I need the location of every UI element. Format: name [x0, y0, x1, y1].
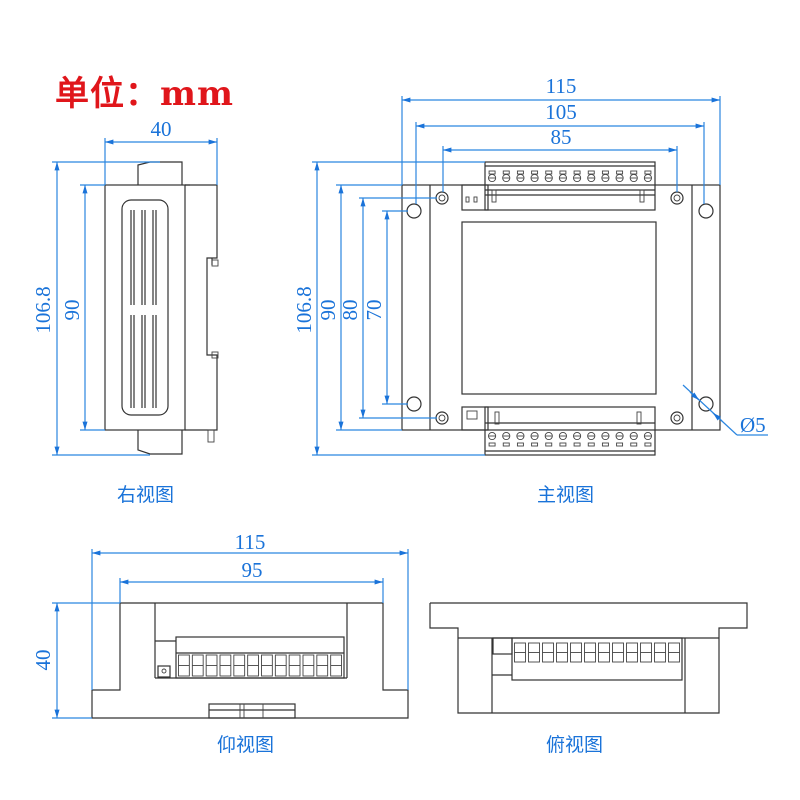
- terminal-slot: [545, 442, 553, 447]
- terminal-slot: [531, 442, 539, 447]
- bottom-view-outline: [91, 602, 409, 719]
- front-bottom-terminal-block: [484, 406, 656, 456]
- terminal-slot: [502, 170, 510, 175]
- terminal-slot: [601, 170, 609, 175]
- dim-label-right-height-body: 90: [60, 300, 84, 321]
- vent-slots: [130, 210, 157, 408]
- dim-label-front-width-outer: 115: [546, 74, 577, 98]
- front-view: 115 105 85 106.8 90 80 70 Ø5: [292, 74, 768, 456]
- terminal-slot: [644, 442, 652, 447]
- dim-label-right-width: 40: [151, 117, 172, 141]
- terminal-slot: [488, 170, 496, 175]
- terminal-slot: [587, 442, 595, 447]
- front-top-terminals: [488, 170, 652, 203]
- terminal-slot: [573, 170, 581, 175]
- terminal-slot: [630, 442, 638, 447]
- front-view-body: [401, 184, 721, 431]
- terminal-slot: [531, 170, 539, 175]
- dim-label-front-height-body: 90: [316, 300, 340, 321]
- terminal-slot: [559, 170, 567, 175]
- terminal-slot: [502, 442, 510, 447]
- front-top-terminal-block: [484, 161, 656, 211]
- terminal-slot: [616, 442, 624, 447]
- caption-bottom-view: 仰视图: [217, 734, 275, 756]
- terminal-slot: [516, 170, 524, 175]
- terminal-slot: [559, 442, 567, 447]
- bottom-terminal-block: [175, 636, 345, 679]
- terminal-slot: [545, 170, 553, 175]
- unit-title: 单位：mm: [55, 74, 234, 114]
- right-view: 40 106.8 90: [31, 117, 219, 456]
- terminal-slot: [630, 170, 638, 175]
- front-bottom-terminals: [488, 411, 652, 447]
- terminal-slot: [587, 170, 595, 175]
- dim-label-front-height-outer: 106.8: [292, 286, 316, 333]
- dim-label-front-height-inner: 70: [362, 300, 386, 321]
- dim-label-front-width-inner: 85: [551, 125, 572, 149]
- top-terminal-block: [511, 637, 683, 681]
- mounting-holes: [406, 191, 714, 425]
- top-view-outline: [429, 602, 748, 714]
- top-view: [429, 602, 748, 714]
- terminal-slot: [644, 170, 652, 175]
- caption-front-view: 主视图: [537, 484, 595, 506]
- dim-label-front-width-mid: 105: [545, 100, 577, 124]
- front-view-window: [461, 221, 657, 395]
- terminal-slot: [488, 442, 496, 447]
- terminal-slot: [616, 170, 624, 175]
- right-view-body: [104, 184, 186, 431]
- dim-label-bottom-width-inner: 95: [242, 558, 263, 582]
- dim-label-bottom-height: 40: [31, 650, 55, 671]
- dim-label-bottom-width-outer: 115: [235, 530, 266, 554]
- caption-top-view: 俯视图: [546, 734, 604, 756]
- terminal-slot: [573, 442, 581, 447]
- dim-label-hole: Ø5: [740, 413, 766, 437]
- caption-right-view: 右视图: [117, 484, 175, 506]
- bottom-view: 115 95 40: [31, 530, 409, 719]
- dim-label-right-height-outer: 106.8: [31, 286, 55, 333]
- terminal-slot: [516, 442, 524, 447]
- terminal-slot: [601, 442, 609, 447]
- dim-label-front-height-mid: 80: [338, 300, 362, 321]
